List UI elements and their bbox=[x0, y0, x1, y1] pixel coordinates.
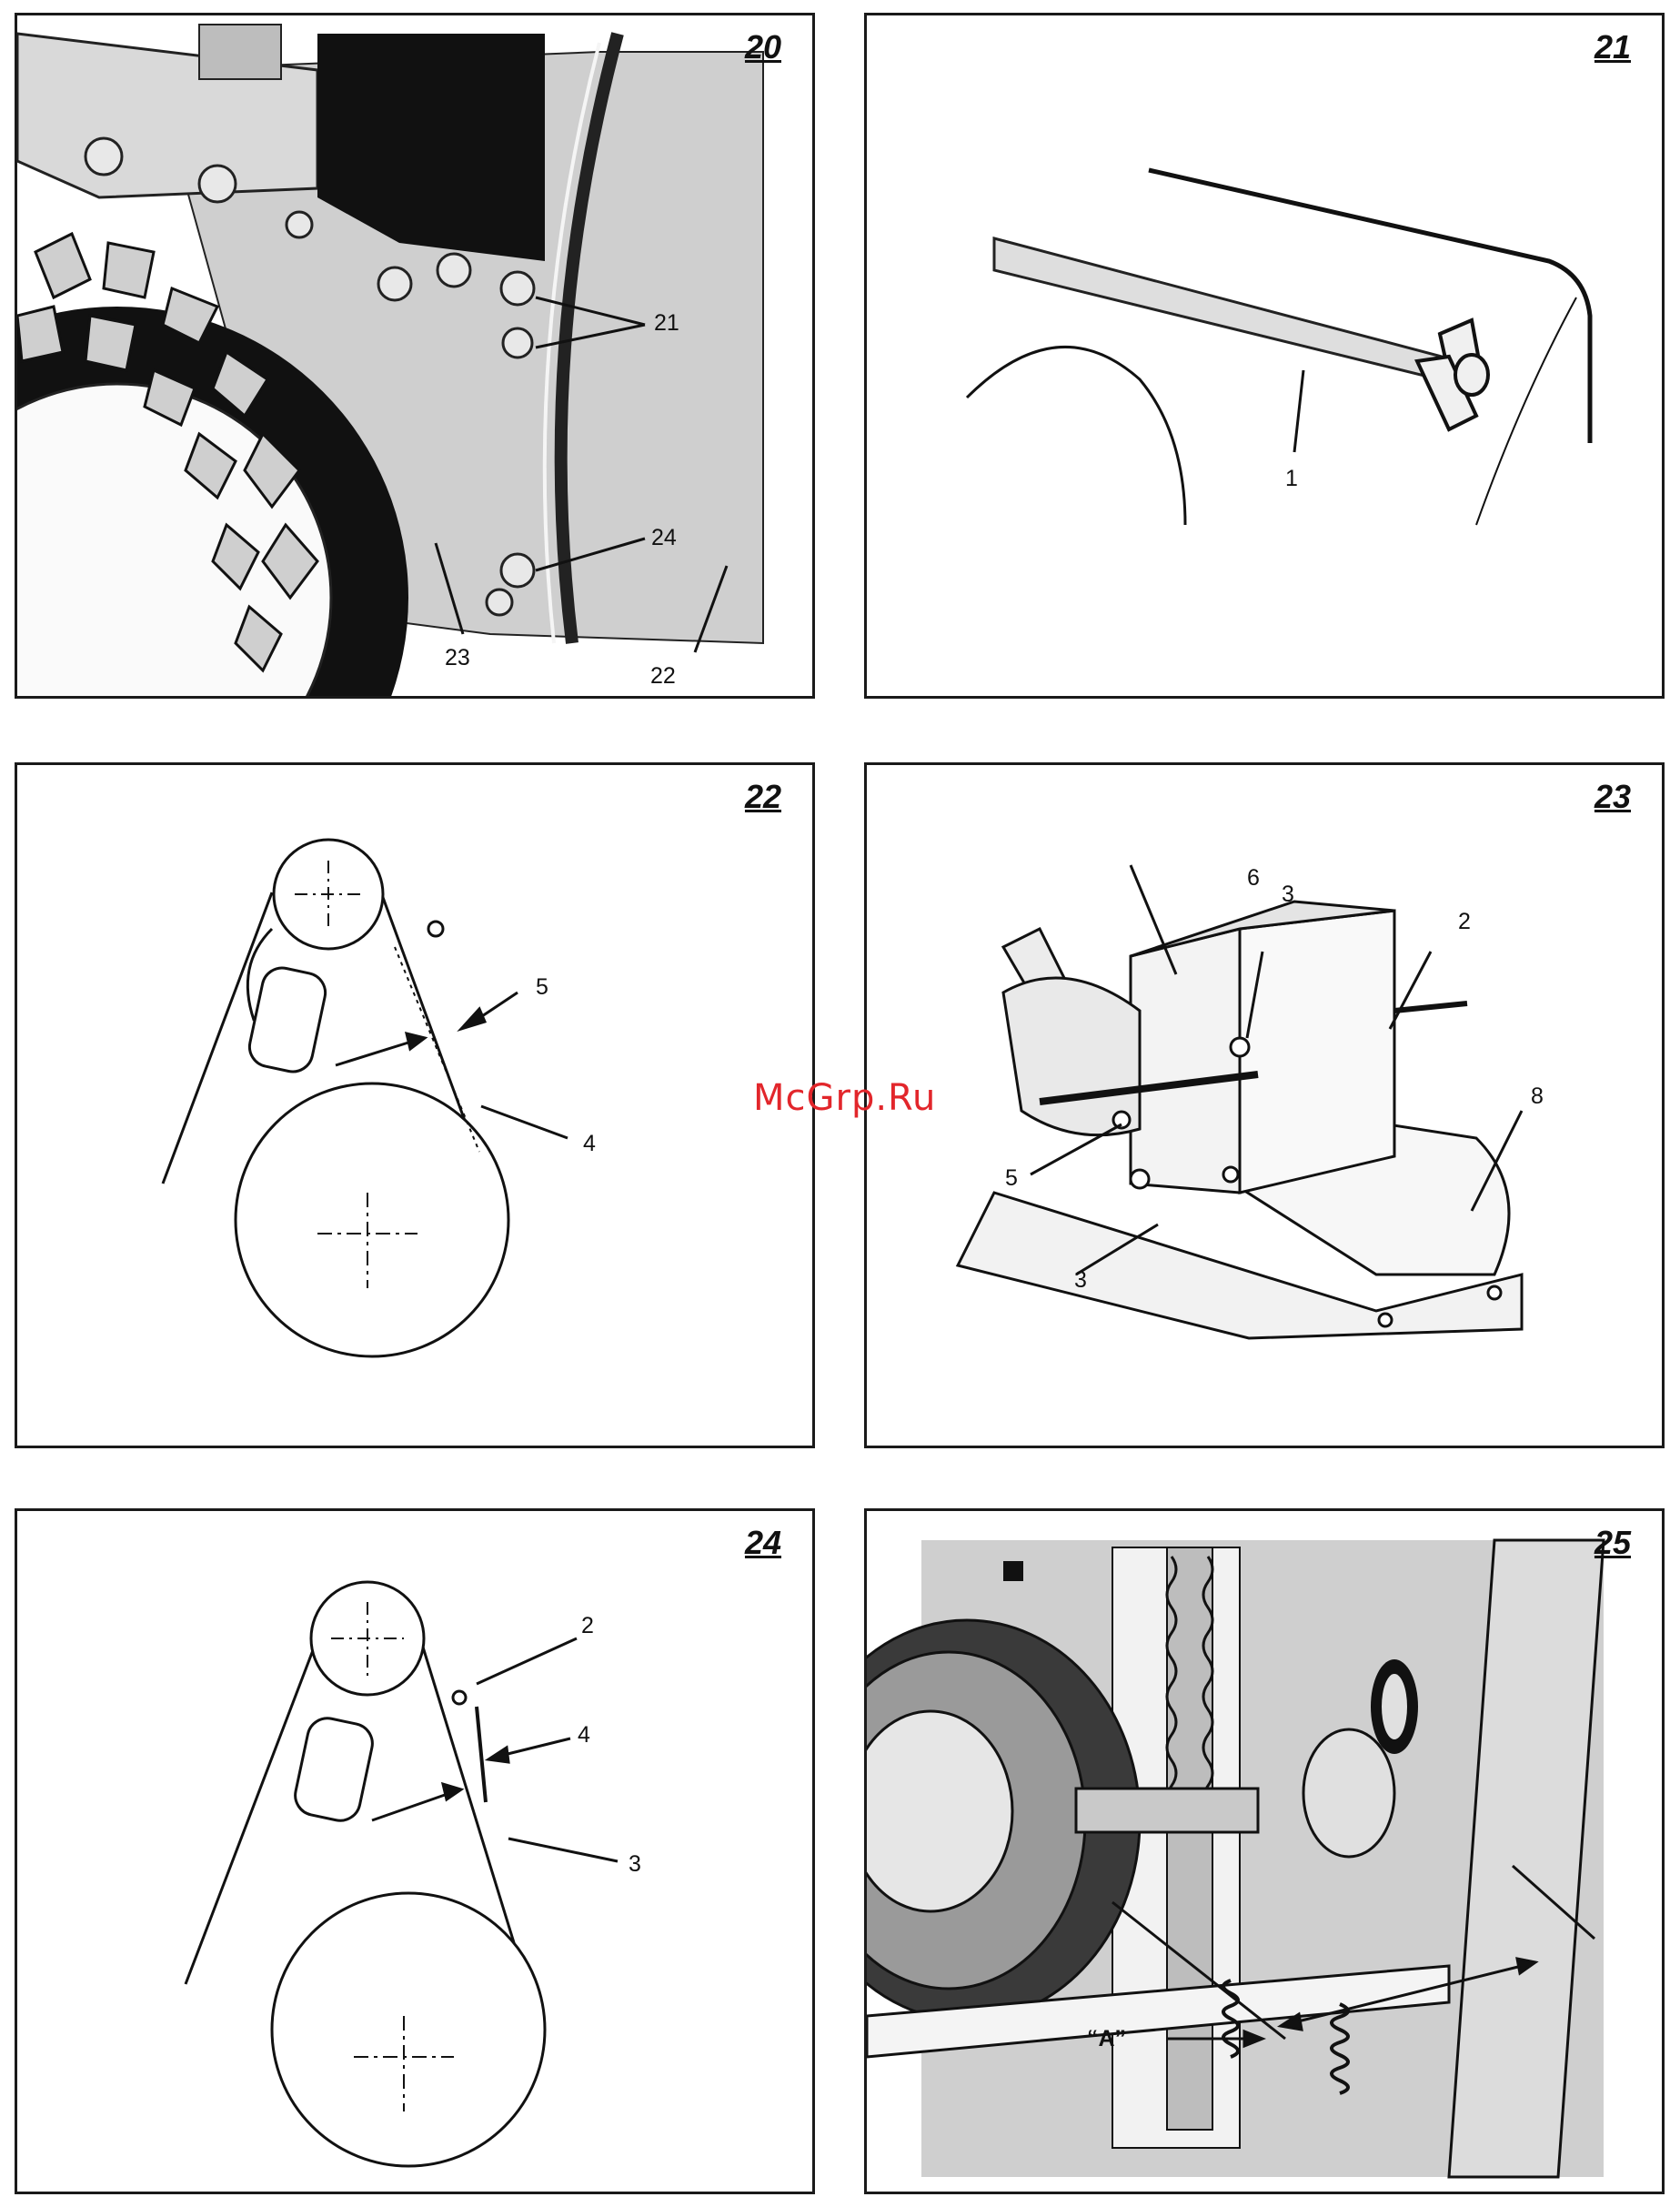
figure-25-illustration bbox=[867, 1511, 1665, 2194]
watermark: McGrp.Ru bbox=[753, 1077, 936, 1119]
figure-22: 22 5 4 bbox=[15, 762, 815, 1448]
callout-label: 6 bbox=[1247, 865, 1260, 892]
figure-22-illustration bbox=[17, 765, 815, 1448]
callout-label: 2 bbox=[581, 1613, 594, 1639]
callout-label: 24 bbox=[651, 525, 677, 551]
figure-25: 25 “A” bbox=[864, 1508, 1665, 2194]
figure-23: 23 6 3 2 8 5 3 bbox=[864, 762, 1665, 1448]
callout-label: 5 bbox=[536, 974, 548, 1001]
callout-label: 22 bbox=[650, 663, 676, 690]
figure-20-illustration bbox=[17, 15, 815, 699]
figure-number: 21 bbox=[1594, 28, 1631, 66]
callout-label: 2 bbox=[1458, 909, 1471, 935]
figure-23-illustration bbox=[867, 765, 1665, 1448]
callout-label: 3 bbox=[1282, 882, 1294, 908]
figure-20: 20 21 24 23 22 bbox=[15, 13, 815, 699]
callout-label: 4 bbox=[578, 1722, 590, 1748]
callout-label: 21 bbox=[654, 310, 679, 337]
figure-number: 25 bbox=[1594, 1524, 1631, 1562]
callout-label: 8 bbox=[1531, 1083, 1544, 1110]
figure-24: 24 2 4 3 bbox=[15, 1508, 815, 2194]
callout-label: 1 bbox=[1285, 466, 1298, 492]
figure-number: 20 bbox=[745, 28, 781, 66]
figure-number: 22 bbox=[745, 778, 781, 816]
callout-label: 3 bbox=[629, 1851, 641, 1878]
figure-24-illustration bbox=[17, 1511, 815, 2194]
callout-label: 23 bbox=[445, 645, 470, 671]
figure-21: 21 1 bbox=[864, 13, 1665, 699]
callout-label: 3 bbox=[1074, 1267, 1087, 1294]
callout-label: 5 bbox=[1005, 1165, 1018, 1192]
figure-number: 24 bbox=[745, 1524, 781, 1562]
figure-21-illustration bbox=[867, 15, 1665, 699]
callout-label: “A” bbox=[1087, 2026, 1126, 2052]
callout-label: 4 bbox=[583, 1131, 596, 1157]
figure-number: 23 bbox=[1594, 778, 1631, 816]
